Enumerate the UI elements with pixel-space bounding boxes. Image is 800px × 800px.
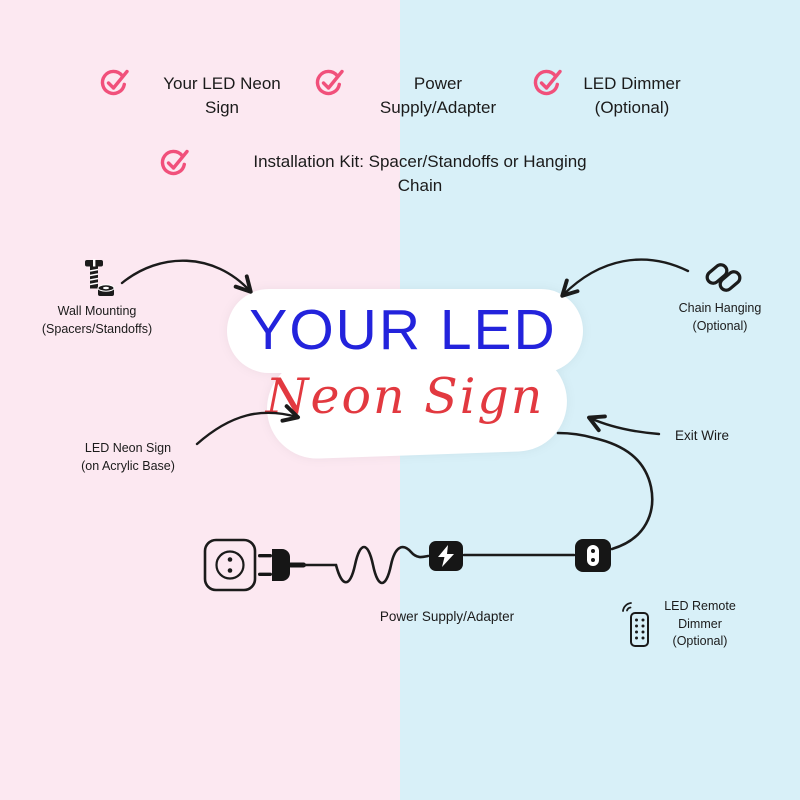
acrylic-base-shape: [227, 289, 583, 459]
screw-standoff-icon: [85, 259, 115, 296]
checklist-item-dimmer: LED Dimmer (Optional): [583, 74, 681, 117]
check-icon: [100, 69, 129, 96]
power-adapter-icon: [429, 541, 463, 571]
checklist-item-power-supply: Power Supply/Adapter: [379, 74, 497, 117]
dimmer-switch-icon: [575, 539, 611, 572]
check-icon: [315, 69, 344, 96]
check-icon: [160, 149, 189, 176]
checklist-item-neon-sign: Your LED Neon Sign: [163, 74, 281, 117]
remote-control-icon: [622, 602, 649, 647]
wall-mounting-label: Wall Mounting (Spacers/Standoffs): [41, 304, 153, 336]
sign-title-text: YOUR LED: [249, 298, 557, 362]
power-supply-label: Power Supply/Adapter: [379, 609, 515, 624]
sign-script-text: Neon Sign: [265, 368, 545, 425]
power-cord-squiggle: [302, 545, 430, 585]
chain-hanging-label: Chain Hanging (Optional): [678, 301, 762, 333]
led-remote-dimmer-label: LED Remote Dimmer (Optional): [664, 599, 736, 648]
wall-outlet-icon: [203, 538, 257, 592]
checklist-item-installation-kit: Installation Kit: Spacer/Standoffs or Ha…: [253, 152, 587, 195]
led-neon-sign-label: LED Neon Sign (on Acrylic Base): [81, 441, 175, 473]
power-plug-icon: [258, 549, 306, 581]
chain-links-icon: [705, 263, 742, 292]
arrow-exit-wire: [587, 414, 661, 436]
exit-wire-label: Exit Wire: [675, 428, 729, 443]
check-icon: [533, 69, 562, 96]
